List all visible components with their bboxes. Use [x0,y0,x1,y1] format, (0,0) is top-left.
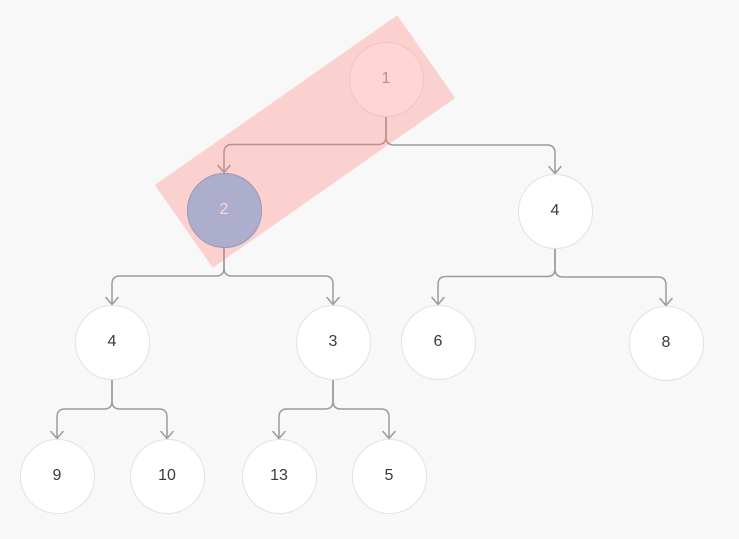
tree-node-label: 2 [219,201,229,218]
tree-edge [554,247,667,305]
tree-edge [223,246,334,304]
tree-node-n5[interactable]: 5 [351,438,427,514]
tree-node-label: 4 [550,202,560,219]
tree-node-label: 1 [381,70,391,87]
tree-node-n13[interactable]: 13 [241,438,317,514]
tree-node-n4r[interactable]: 4 [517,173,593,249]
tree-edge [56,378,113,438]
tree-node-n6[interactable]: 6 [400,304,476,380]
tree-node-label: 5 [384,467,394,484]
tree-node-n2[interactable]: 2 [186,172,262,248]
tree-node-n8[interactable]: 8 [628,305,704,381]
tree-edge [385,115,556,173]
tree-edge [437,247,556,304]
tree-node-label: 8 [661,334,671,351]
tree-edge [111,246,225,304]
tree-node-n4l[interactable]: 4 [74,304,150,380]
tree-edge [223,115,387,172]
tree-node-label: 10 [158,467,176,484]
tree-node-n9[interactable]: 9 [19,438,95,514]
tree-node-label: 6 [433,333,443,350]
tree-node-label: 13 [270,467,288,484]
tree-edge [332,378,390,438]
tree-node-label: 3 [328,333,338,350]
tree-node-n10[interactable]: 10 [129,438,205,514]
tree-node-label: 9 [52,467,62,484]
tree-node-n1[interactable]: 1 [348,41,424,117]
tree-node-label: 4 [107,333,117,350]
tree-node-n3[interactable]: 3 [295,304,371,380]
tree-edge [278,378,334,438]
tree-edge [111,378,168,438]
